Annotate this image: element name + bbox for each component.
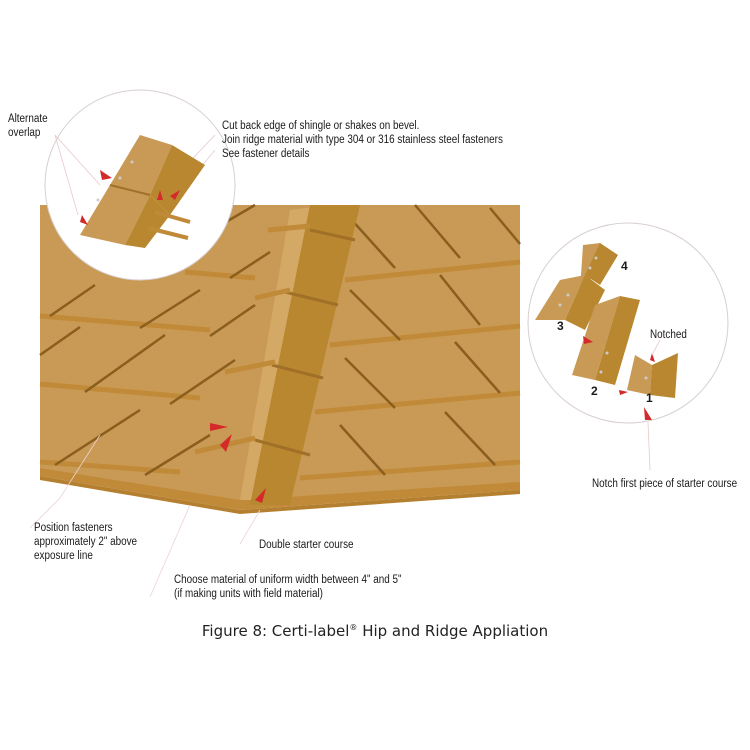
sequence-number-3: 3 (557, 319, 564, 333)
arrow-icon (220, 434, 232, 452)
callout-notched: Notched (650, 329, 687, 341)
callout-position-fasteners: Position fasteners approximately 2" abov… (34, 522, 138, 562)
arrow-icon (255, 488, 266, 503)
callout-cut-back-edge: Cut back edge of shingle or shakes on be… (222, 120, 503, 160)
arrow-icon (583, 336, 593, 344)
left-shingle-joints (39, 203, 271, 477)
detail-circle-overlap (44, 89, 236, 281)
callout-notch-first-piece: Notch first piece of starter course (592, 478, 738, 490)
left-shingle-courses (39, 269, 256, 475)
arrow-icon (619, 390, 628, 395)
detail-circle-sequence (527, 222, 729, 471)
sequence-number-4: 4 (621, 259, 628, 273)
arrow-icon (210, 423, 228, 431)
right-shingle-joints (339, 204, 521, 476)
arrow-icon (644, 407, 652, 420)
sequence-number-2: 2 (591, 384, 598, 398)
right-shingle-courses (299, 259, 521, 481)
roof-illustration (39, 203, 521, 514)
ridge-cap (250, 205, 360, 505)
ridge-cap-courses (254, 228, 356, 457)
callout-double-starter-course: Double starter course (259, 539, 354, 551)
leader-lines (29, 434, 261, 598)
callout-alternate-overlap: Alternate overlap (8, 113, 48, 139)
callout-choose-material: Choose material of uniform width between… (174, 574, 402, 600)
red-arrows-main (210, 423, 266, 503)
arrow-icon (650, 353, 655, 362)
figure-caption: Figure 8: Certi-label® Hip and Ridge App… (201, 622, 549, 640)
sequence-number-1: 1 (646, 391, 653, 405)
